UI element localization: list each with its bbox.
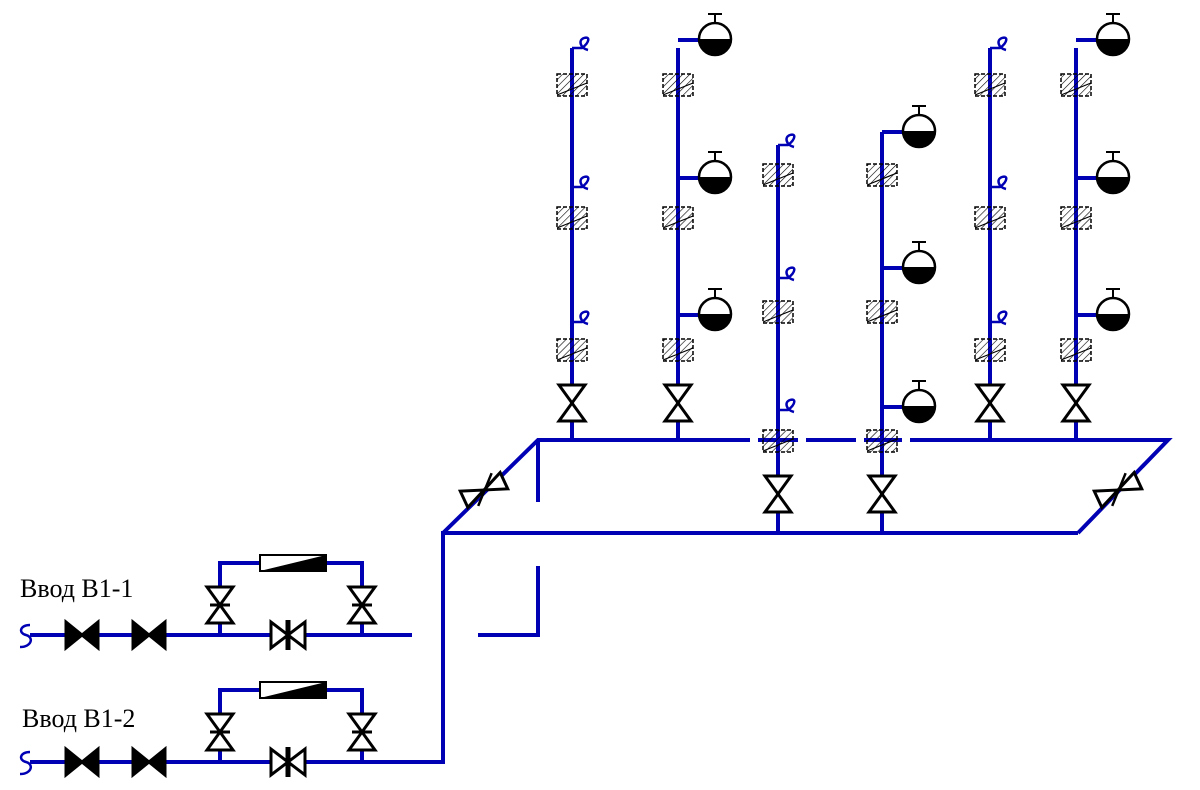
input-label-b1-1: Ввод В1-1 xyxy=(20,574,134,603)
riser-4-tank-icon xyxy=(882,105,937,149)
riser-2-valve-icon xyxy=(662,383,694,423)
riser-6-sleeve-icon xyxy=(1060,338,1092,362)
input-valve-1-icon xyxy=(64,618,100,652)
riser-5-valve-icon xyxy=(974,383,1006,423)
ring-main-pipe xyxy=(441,438,1173,535)
riser-6-tank-icon xyxy=(1076,151,1131,195)
riser-3-sleeve-icon xyxy=(762,300,794,324)
riser-4-valve-icon xyxy=(866,474,898,514)
riser-6-tank-icon xyxy=(1076,13,1131,57)
riser-1-valve-icon xyxy=(556,383,588,423)
input-valve-1-icon xyxy=(64,745,100,779)
riser-1-sleeve-icon xyxy=(556,206,588,230)
riser-5-sleeve-icon xyxy=(974,206,1006,230)
bypass-pipe xyxy=(218,561,364,635)
riser-1-sleeve-icon xyxy=(556,338,588,362)
riser-3-faucet-icon xyxy=(778,133,796,149)
riser-2-tank-icon xyxy=(678,13,733,57)
riser-3-sleeve-icon xyxy=(762,163,794,187)
ring-valve-right-icon xyxy=(1091,469,1145,511)
input-check-valve-icon xyxy=(269,618,307,652)
bypass-valve-left-icon xyxy=(204,585,236,625)
riser-6-sleeve-icon xyxy=(1060,73,1092,97)
riser-4-sleeve-icon xyxy=(866,300,898,324)
riser-5-sleeve-icon xyxy=(974,73,1006,97)
water-meter-1-icon xyxy=(259,554,327,572)
riser-2-sleeve-icon xyxy=(662,73,694,97)
riser-5-faucet-icon xyxy=(990,310,1008,326)
pipe-network xyxy=(30,38,1173,764)
input-valve-2-icon xyxy=(131,618,167,652)
riser-4-tank-icon xyxy=(882,241,937,285)
input-check-valve-icon xyxy=(269,745,307,779)
bypass-valve-right-icon xyxy=(346,585,378,625)
riser-1-faucet-icon xyxy=(572,310,590,326)
bypass-pipe xyxy=(218,688,364,762)
bypass-valve-left-icon xyxy=(204,712,236,752)
riser-1-faucet-icon xyxy=(572,175,590,191)
riser-1-sleeve-icon xyxy=(556,73,588,97)
riser-1-faucet-icon xyxy=(572,36,590,52)
riser-2-tank-icon xyxy=(678,288,733,332)
input-break-icon xyxy=(19,623,33,649)
riser-4-sleeve-icon xyxy=(866,163,898,187)
input-break-icon xyxy=(19,750,33,776)
riser-2-sleeve-icon xyxy=(662,338,694,362)
riser-3-faucet-icon xyxy=(778,398,796,414)
riser-3-faucet-icon xyxy=(778,266,796,282)
riser-4-sleeve-icon xyxy=(866,429,898,453)
input-label-b1-2: Ввод В1-2 xyxy=(22,704,136,733)
riser-5-sleeve-icon xyxy=(974,338,1006,362)
supply-main-pipe xyxy=(412,531,1078,764)
riser-3-sleeve-icon xyxy=(762,429,794,453)
bypass-valve-right-icon xyxy=(346,712,378,752)
riser-6-sleeve-icon xyxy=(1060,206,1092,230)
fittings-layer xyxy=(19,13,1145,779)
riser-2-tank-icon xyxy=(678,151,733,195)
input-1-connection-pipe xyxy=(478,566,540,637)
riser-2-sleeve-icon xyxy=(662,206,694,230)
input-valve-2-icon xyxy=(131,745,167,779)
riser-3-valve-icon xyxy=(762,474,794,514)
riser-5-faucet-icon xyxy=(990,36,1008,52)
riser-4-tank-icon xyxy=(882,380,937,424)
riser-6-valve-icon xyxy=(1060,383,1092,423)
riser-6-tank-icon xyxy=(1076,288,1131,332)
ring-valve-left-icon xyxy=(457,469,511,511)
water-meter-2-icon xyxy=(259,681,327,699)
riser-5-faucet-icon xyxy=(990,175,1008,191)
